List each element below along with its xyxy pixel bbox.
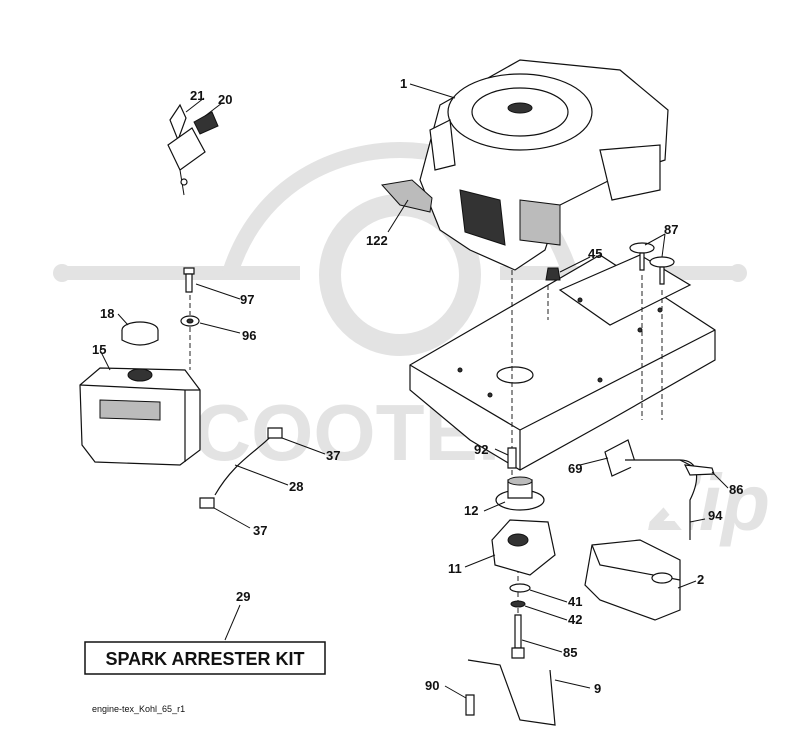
- engine: [419, 59, 669, 271]
- callout-21: 21: [190, 88, 204, 103]
- callout-45: 45: [588, 246, 602, 261]
- callout-9: 9: [594, 681, 601, 696]
- callout-87: 87: [664, 222, 678, 237]
- callout-11: 11: [448, 561, 462, 576]
- callout-42: 42: [568, 612, 582, 627]
- bolt-92: [507, 447, 517, 469]
- throttle-control: [167, 103, 219, 196]
- washer-41: [509, 583, 531, 593]
- exhaust-pipe: [604, 439, 715, 540]
- callout-90: 90: [425, 678, 439, 693]
- callout-12: 12: [464, 503, 478, 518]
- fuel-cap-18: [121, 321, 159, 346]
- callout-94: 94: [708, 508, 723, 523]
- bracket-9: [467, 659, 556, 726]
- washer-42: [510, 600, 526, 608]
- callout-29: 29: [236, 589, 250, 604]
- callout-41: 41: [568, 594, 582, 609]
- muffler-2: [584, 539, 681, 621]
- fuel-line-28: [199, 427, 283, 509]
- callout-18: 18: [100, 306, 114, 321]
- deflector-122: [381, 179, 433, 213]
- fuel-tank-15: [79, 367, 201, 466]
- callouts: 1 122 21 20 97 96 18 15 37 28 37 29 45 8…: [92, 76, 743, 696]
- bolt-97: [183, 267, 195, 293]
- callout-1: 1: [400, 76, 407, 91]
- nut-45: [545, 267, 561, 281]
- callout-15: 15: [92, 342, 106, 357]
- footer-code: engine-tex_Kohl_65_r1: [92, 704, 185, 714]
- bolt-90: [465, 694, 475, 716]
- callout-69: 69: [568, 461, 582, 476]
- spark-arrester-kit: SPARK ARRESTER KIT: [84, 641, 326, 675]
- callout-37-top: 37: [326, 448, 340, 463]
- callout-96: 96: [242, 328, 256, 343]
- bolt-85: [511, 614, 525, 659]
- clutch-11: [491, 519, 556, 576]
- callout-92: 92: [474, 442, 488, 457]
- callout-28: 28: [289, 479, 303, 494]
- knob-87: [629, 242, 675, 285]
- callout-37-bottom: 37: [253, 523, 267, 538]
- callout-20: 20: [218, 92, 232, 107]
- engine-deck-plate: [409, 254, 716, 471]
- callout-86: 86: [729, 482, 743, 497]
- kit-label: SPARK ARRESTER KIT: [105, 649, 304, 669]
- washer-96: [180, 315, 200, 327]
- callout-85: 85: [563, 645, 577, 660]
- clutch-12: [495, 476, 545, 511]
- callout-97: 97: [240, 292, 254, 307]
- callout-122: 122: [366, 233, 388, 248]
- leader-lines: [99, 83, 729, 699]
- callout-2: 2: [697, 572, 704, 587]
